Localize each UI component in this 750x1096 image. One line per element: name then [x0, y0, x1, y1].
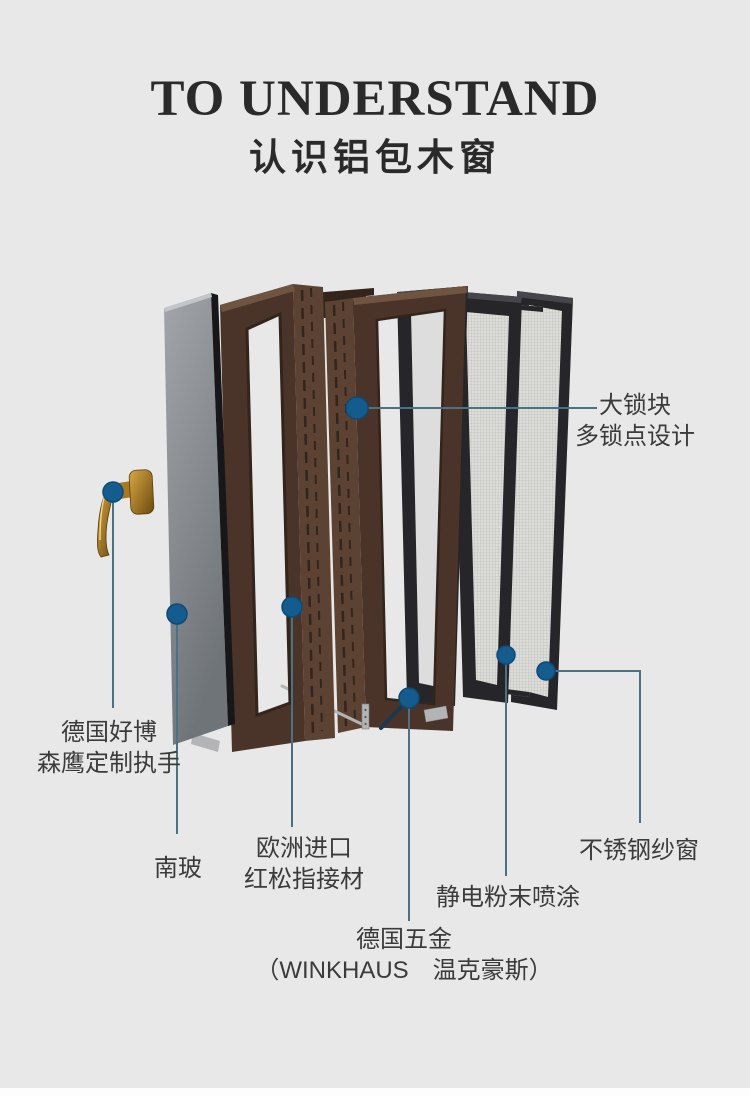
label-line: 不锈钢纱窗 [579, 837, 699, 864]
label-screen: 不锈钢纱窗 [579, 835, 699, 866]
label-line: 德国好博 [61, 719, 157, 746]
label-handle: 德国好博 森鹰定制执手 [37, 717, 181, 779]
label-line: 欧洲进口 [256, 835, 352, 862]
label-line: 静电粉末喷涂 [436, 884, 580, 911]
label-line: （WINKHAUS 温克豪斯） [255, 957, 553, 984]
page-title-chinese: 认识铝包木窗 [249, 137, 501, 178]
label-line: 红松指接材 [244, 866, 364, 893]
aluminium-clad-frame [452, 291, 522, 703]
callout-dot-wood [281, 596, 303, 618]
callout-dot-coating [496, 645, 516, 665]
label-line: 德国五金 [356, 926, 452, 953]
label-lock-block: 大锁块 多锁点设计 [575, 390, 695, 452]
callout-dots [102, 396, 556, 709]
label-wood: 欧洲进口 红松指接材 [244, 833, 364, 895]
callout-line-screen [546, 670, 641, 823]
callout-dot-hardware [398, 687, 420, 709]
callout-dot-glass [166, 603, 188, 625]
label-line: 多锁点设计 [575, 423, 695, 450]
wood-sash [325, 286, 467, 733]
callout-lines [112, 407, 641, 921]
glass-panel [164, 293, 235, 745]
label-glass: 南玻 [154, 853, 202, 884]
hardware-pointer-segment [379, 700, 408, 730]
label-line: 森鹰定制执手 [37, 750, 181, 777]
outer-wood-frame [191, 284, 335, 752]
label-line: 大锁块 [599, 392, 671, 419]
bottom-white-strip [0, 1088, 750, 1096]
callout-dot-screen [536, 661, 556, 681]
label-coating: 静电粉末喷涂 [436, 882, 580, 913]
label-line: 南玻 [154, 855, 202, 882]
label-hardware: 德国五金 （WINKHAUS 温克豪斯） [255, 924, 552, 986]
callout-dot-handle [102, 481, 124, 503]
hinge-bracket [191, 733, 220, 752]
window-handle [97, 469, 155, 558]
callout-dot-lock [345, 396, 369, 420]
page-title-english: TO UNDERSTAND [150, 71, 600, 127]
